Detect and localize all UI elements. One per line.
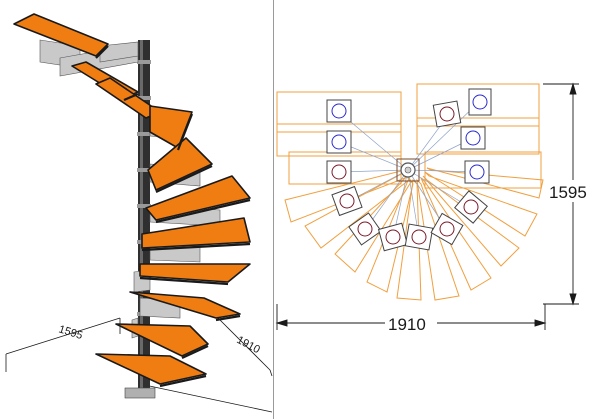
support-6 <box>377 222 409 252</box>
tread-8 <box>139 263 251 283</box>
plan-dimension-lines <box>275 82 579 330</box>
tread-brackets <box>39 39 221 339</box>
staircase-plan-drawing: 1595 1910 <box>275 82 599 334</box>
support-2 <box>326 130 352 154</box>
support-8 <box>430 212 464 246</box>
support-12 <box>432 100 462 128</box>
tread-6 <box>145 175 251 221</box>
plan-center-column <box>396 158 420 182</box>
perspective-depth-label: 1595 <box>57 323 84 342</box>
perspective-width-label: 1910 <box>235 334 262 356</box>
staircase-3d-drawing: 1595 1910 <box>5 13 273 413</box>
tread-9 <box>129 291 241 319</box>
plan-depth-label: 1595 <box>549 183 587 202</box>
support-13 <box>468 88 492 116</box>
plan-tread-outlines <box>276 83 544 301</box>
support-7 <box>404 223 434 251</box>
plan-view-panel: 1595 1910 <box>275 0 600 419</box>
plan-width-label: 1910 <box>388 315 426 334</box>
support-11 <box>460 126 486 150</box>
width-label-bg <box>385 313 437 333</box>
staircase-treads <box>13 13 251 385</box>
perspective-view-panel: 1595 1910 <box>0 0 274 419</box>
plan-support-plates <box>326 88 492 252</box>
depth-label-bg <box>547 180 599 202</box>
support-3 <box>326 160 352 184</box>
support-9 <box>454 190 488 224</box>
support-5 <box>348 212 382 246</box>
tread-10 <box>115 323 209 357</box>
tread-1 <box>13 13 109 57</box>
support-1 <box>326 99 352 123</box>
tread-5 <box>147 137 213 191</box>
tread-11 <box>95 353 207 385</box>
support-10 <box>464 160 490 184</box>
support-4 <box>331 185 363 217</box>
tread-7 <box>141 217 251 249</box>
tread-thickness <box>95 45 251 388</box>
